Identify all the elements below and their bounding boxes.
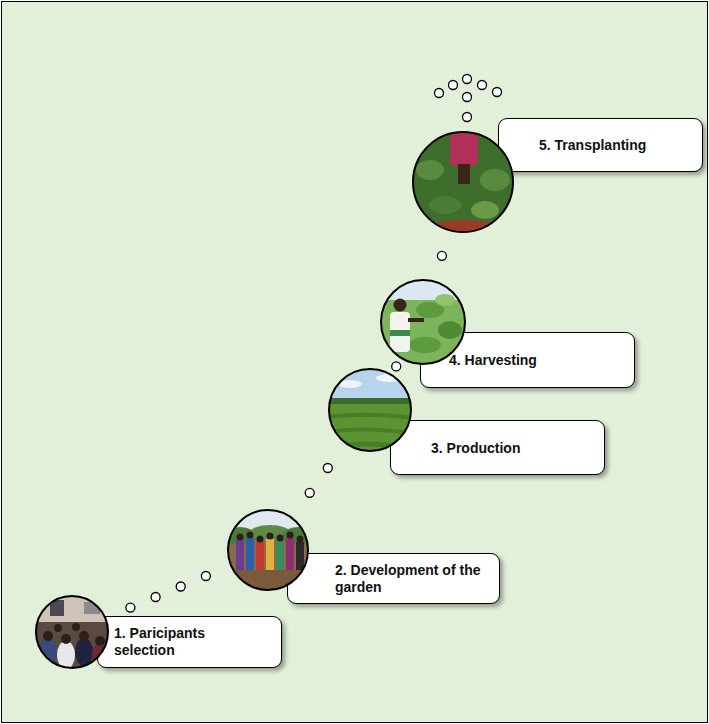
photo-detail: [409, 337, 441, 353]
connector-dot: [323, 464, 332, 473]
garden-photo: [224, 508, 314, 592]
photo-detail: [267, 533, 274, 540]
photo-detail: [296, 542, 304, 570]
photo-ring: [228, 510, 308, 590]
harvest-photo: [379, 278, 467, 366]
photo-ring: [329, 369, 411, 451]
photo-detail: [95, 636, 105, 646]
photo-detail: [435, 89, 444, 98]
photo-detail: [379, 278, 467, 300]
connector-dot: [176, 582, 185, 591]
photo-detail: [287, 532, 294, 539]
step-label: 2. Development of the garden: [335, 562, 485, 596]
photo-ring: [36, 596, 108, 668]
photo-detail: [429, 196, 461, 214]
photo-detail: [449, 81, 458, 90]
photo-detail: [257, 536, 264, 543]
step-label: 4. Harvesting: [449, 352, 537, 369]
photo-ring: [381, 280, 465, 364]
photo-detail: [327, 398, 413, 404]
photo-detail: [266, 539, 274, 570]
photo-detail: [226, 508, 310, 592]
photo-detail: [43, 631, 53, 641]
photo-detail: [54, 624, 62, 632]
photo-detail: [79, 631, 89, 641]
photo-detail: [390, 330, 410, 336]
photo-detail: [493, 88, 502, 97]
photo-detail: [463, 113, 472, 122]
photo-detail: [416, 160, 444, 180]
connector-dot: [437, 251, 446, 260]
meeting-photo: [34, 594, 110, 670]
photo-detail: [256, 542, 264, 570]
photo-detail: [276, 541, 284, 570]
photo-detail: [394, 299, 407, 312]
connector-dot: [151, 593, 160, 602]
photo-detail: [286, 538, 294, 570]
dotted-connector: [437, 251, 446, 260]
photo-detail: [450, 130, 478, 166]
photo-detail: [72, 623, 80, 631]
photo-detail: [463, 75, 472, 84]
photo-detail: [246, 538, 254, 570]
photo-detail: [480, 169, 510, 191]
step-box: 3. Production: [390, 420, 605, 475]
photo-detail: [277, 535, 284, 542]
photo-detail: [237, 534, 244, 541]
photo-detail: [390, 312, 410, 352]
step-label: 1. Paricipants selection: [114, 625, 244, 659]
photo-detail: [463, 93, 472, 102]
photo-detail: [411, 130, 515, 234]
photo-detail: [478, 81, 487, 90]
photo-detail: [435, 294, 455, 306]
field-photo: [327, 367, 413, 453]
dotted-connector: [305, 464, 332, 498]
photo-detail: [327, 367, 413, 453]
photo-detail: [438, 321, 462, 339]
dotted-connector: [392, 362, 401, 371]
photo-detail: [458, 164, 470, 184]
photo-detail: [34, 594, 110, 670]
photo-ring: [413, 132, 513, 232]
connector-dot: [305, 488, 314, 497]
photo-detail: [379, 278, 467, 366]
photo-detail: [327, 413, 413, 420]
transplant-photo: [411, 130, 515, 244]
photo-detail: [236, 540, 244, 570]
step-box: 5. Transplanting: [498, 118, 703, 172]
sparkle-dots: [435, 75, 502, 122]
connector-dot: [392, 362, 401, 371]
dotted-connector: [126, 572, 211, 613]
connector-dot: [126, 603, 135, 612]
step-label: 3. Production: [431, 440, 520, 457]
photo-detail: [61, 634, 71, 644]
photo-detail: [408, 318, 424, 322]
photo-detail: [247, 532, 254, 539]
photo-detail: [297, 536, 304, 543]
step-box: 1. Paricipants selection: [97, 616, 282, 668]
photo-detail: [327, 427, 413, 436]
photo-detail: [226, 570, 310, 592]
photo-detail: [471, 201, 499, 219]
step-box: 2. Development of the garden: [287, 553, 500, 604]
step-label: 5. Transplanting: [539, 137, 646, 154]
connector-dot: [201, 572, 210, 581]
photo-detail: [327, 441, 413, 451]
photo-detail: [75, 638, 93, 666]
